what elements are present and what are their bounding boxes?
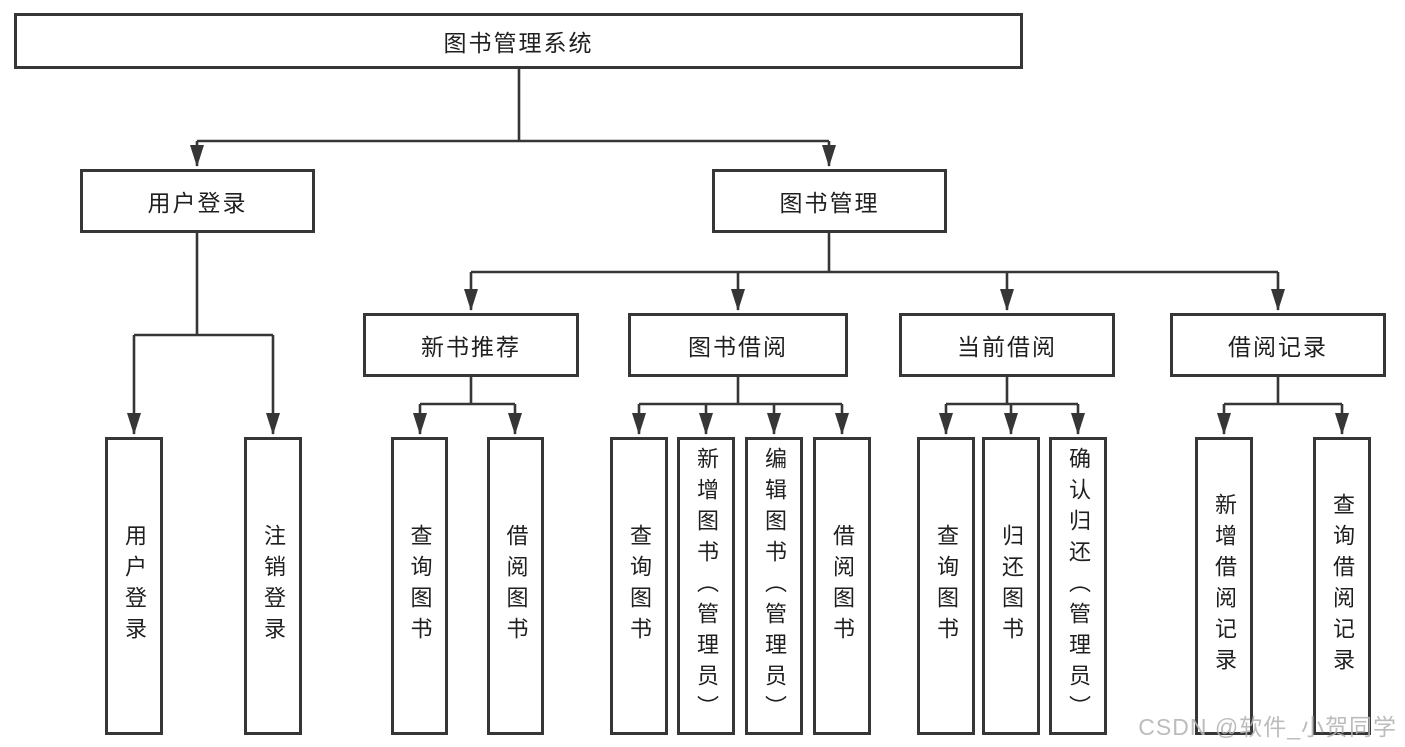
connector-current-borrow-branch: [939, 377, 1085, 435]
leaf-borrow-books-recommend: 借阅图书: [487, 437, 544, 735]
leaf-query-borrow-record: 查询借阅记录: [1313, 437, 1371, 735]
connector-borrow-records-branch: [1217, 377, 1349, 435]
node-user-login: 用户登录: [80, 169, 315, 233]
leaf-borrow-books: 借阅图书: [813, 437, 871, 735]
connector-user-login-branch: [127, 233, 280, 435]
node-book-management: 图书管理: [712, 169, 947, 233]
leaf-logout: 注销登录: [244, 437, 302, 735]
node-book-borrow: 图书借阅: [628, 313, 848, 377]
connector-new-book-branch: [413, 377, 522, 435]
leaf-query-books-current: 查询图书: [917, 437, 975, 735]
leaf-edit-books-admin: 编辑图书（管理员）: [745, 437, 803, 735]
leaf-confirm-return-admin: 确认归还（管理员）: [1049, 437, 1107, 735]
leaf-query-books-recommend: 查询图书: [391, 437, 448, 735]
node-new-book-recommend: 新书推荐: [363, 313, 579, 377]
connector-root-to-level2: [190, 69, 836, 167]
node-borrow-records: 借阅记录: [1170, 313, 1386, 377]
node-book-management-system: 图书管理系统: [14, 13, 1023, 69]
csdn-watermark: CSDN @软件_小贺同学: [1138, 714, 1397, 740]
leaf-user-login: 用户登录: [105, 437, 163, 735]
leaf-add-books-admin: 新增图书（管理员）: [677, 437, 735, 735]
connector-book-borrow-branch: [632, 377, 849, 435]
node-current-borrow: 当前借阅: [899, 313, 1115, 377]
connector-book-management-branch: [464, 233, 1285, 311]
leaf-add-borrow-record: 新增借阅记录: [1195, 437, 1253, 735]
leaf-query-books-borrow: 查询图书: [610, 437, 668, 735]
leaf-return-books: 归还图书: [982, 437, 1040, 735]
